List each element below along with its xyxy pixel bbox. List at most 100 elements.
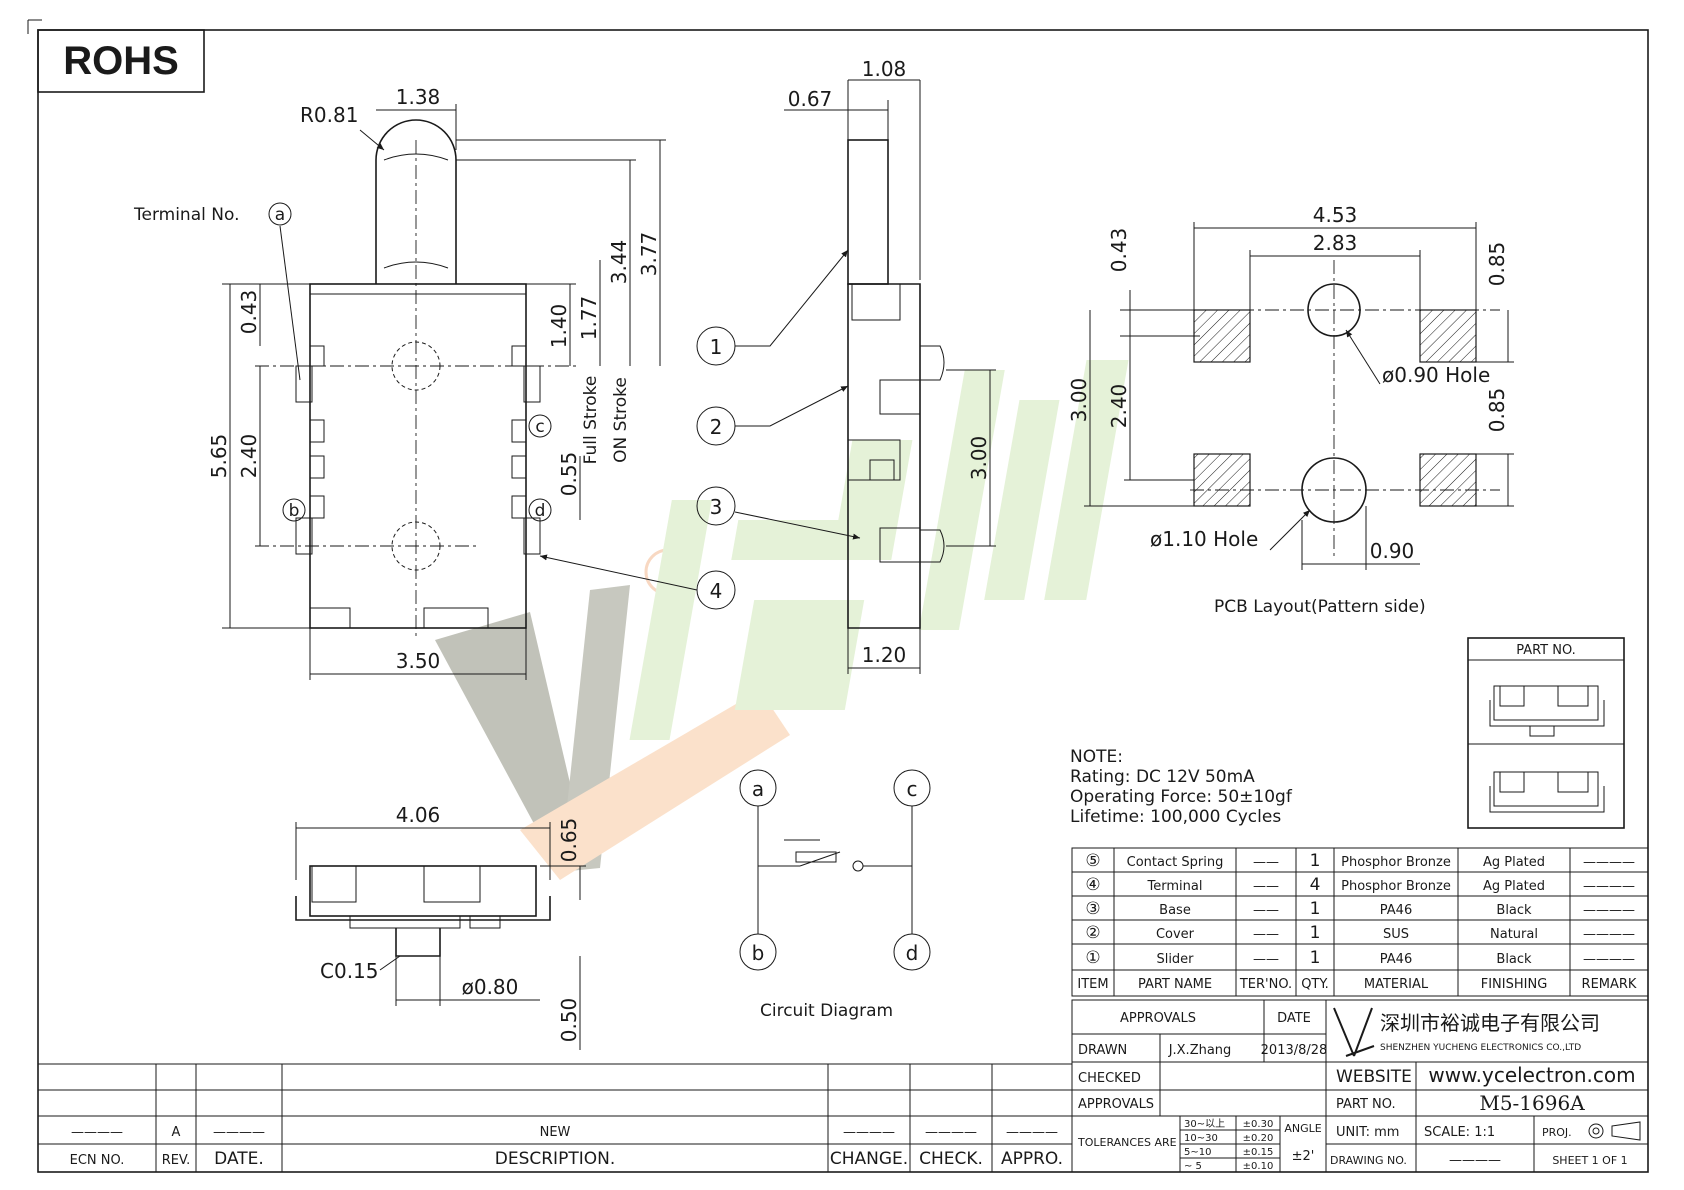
rev-label: REV. (162, 1153, 191, 1168)
title-block-text: APPROVALS DATE DRAWN J.X.Zhang 2013/8/28… (1077, 1007, 1641, 1172)
tol-val-2: ±0.20 (1243, 1133, 1274, 1144)
svg-text:③: ③ (1085, 899, 1100, 919)
svg-text:Phosphor Bronze: Phosphor Bronze (1341, 879, 1451, 894)
watermark-logo: R (435, 360, 1129, 880)
terminal-a-label: a (275, 205, 285, 225)
svg-text:Phosphor Bronze: Phosphor Bronze (1341, 855, 1451, 870)
bom-table (1071, 847, 1649, 997)
svg-text:——: —— (1253, 855, 1279, 870)
tolerances-label: TOLERANCES ARE (1077, 1136, 1177, 1149)
svg-text:————: ———— (843, 1125, 895, 1140)
svg-text:A: A (172, 1125, 181, 1140)
svg-text:PA46: PA46 (1380, 903, 1412, 918)
part-no-value: M5-1696A (1479, 1091, 1585, 1115)
pad-bottom-left (1193, 453, 1251, 507)
dim-0-43-front: 0.43 (237, 290, 261, 335)
dim-1-77: 1.77 (577, 296, 601, 341)
svg-text:①: ① (1085, 948, 1100, 968)
svg-text:————: ———— (1583, 855, 1635, 870)
callout-3 (696, 486, 736, 526)
date-header: DATE (1277, 1011, 1311, 1026)
tol-val-3: ±0.15 (1243, 1147, 1274, 1158)
note-title: NOTE: (1070, 747, 1123, 767)
drawing-frame (37, 29, 1649, 1173)
callout-3-label: 3 (710, 495, 723, 519)
dim-4-06: 4.06 (396, 803, 441, 827)
dim-d080: ø0.80 (462, 975, 519, 999)
svg-text:⑤: ⑤ (1085, 851, 1100, 871)
company-logo (1333, 1007, 1375, 1057)
svg-text:————: ———— (1583, 927, 1635, 942)
dim-r081: R0.81 (300, 103, 358, 127)
svg-text:②: ② (1085, 923, 1100, 943)
svg-text:Black: Black (1496, 903, 1532, 918)
revision-text: ———— A ———— NEW ———— ———— ———— ECN NO. R… (70, 1125, 1063, 1169)
dim-2-83: 2.83 (1313, 231, 1358, 255)
svg-text:——: —— (1253, 952, 1279, 967)
terminal-c-label: c (535, 417, 544, 437)
svg-text:————: ———— (1583, 952, 1635, 967)
bom-row-2: ② Cover —— 1 SUS Natural ———— (1085, 923, 1635, 943)
pad-top-left (1193, 309, 1251, 363)
svg-text:PART NAME: PART NAME (1138, 977, 1212, 992)
circuit-terminal-b: b (752, 941, 765, 965)
svg-text:————: ———— (1583, 879, 1635, 894)
part-no-label: PART NO. (1336, 1097, 1396, 1112)
change-label: CHANGE. (830, 1149, 908, 1169)
check-label: CHECK. (919, 1149, 983, 1169)
svg-text:1: 1 (1310, 851, 1321, 871)
angle-label: ANGLE (1284, 1122, 1321, 1135)
dim-2-40-pcb: 2.40 (1107, 384, 1131, 429)
dim-0-90-pcb: 0.90 (1370, 539, 1415, 563)
front-view: 1.38 R0.81 Terminal No. a b c d 5.65 2.4… (133, 85, 666, 680)
svg-text:Ag Plated: Ag Plated (1483, 855, 1545, 870)
svg-text:④: ④ (1085, 875, 1100, 895)
dim-2-40-front: 2.40 (237, 434, 261, 479)
company-name-cn: 深圳市裕诚电子有限公司 (1380, 1011, 1600, 1035)
svg-text:Natural: Natural (1490, 927, 1538, 942)
svg-text:Terminal: Terminal (1147, 879, 1203, 894)
scale-label: SCALE: 1:1 (1424, 1125, 1495, 1140)
dim-3-50: 3.50 (396, 649, 441, 673)
svg-text:REMARK: REMARK (1582, 977, 1637, 992)
description-label: DESCRIPTION. (495, 1149, 615, 1169)
svg-text:Base: Base (1159, 903, 1191, 918)
dim-5-65: 5.65 (207, 434, 231, 479)
tol-range-1: 30~以上 (1184, 1118, 1225, 1130)
note-force: Operating Force: 50±10gf (1070, 787, 1293, 807)
svg-text:————: ———— (925, 1125, 977, 1140)
pad-top-right (1419, 309, 1477, 363)
tol-range-3: 5~10 (1184, 1147, 1211, 1158)
bom-row-1: ① Slider —— 1 PA46 Black ———— (1085, 948, 1635, 968)
tol-val-4: ±0.10 (1243, 1161, 1274, 1172)
svg-text:——: —— (1253, 903, 1279, 918)
unit-label: UNIT: mm (1336, 1125, 1399, 1140)
dim-c015: C0.15 (320, 959, 379, 983)
note-block: NOTE: Rating: DC 12V 50mA Operating Forc… (1070, 747, 1293, 827)
dim-3-00-pcb: 3.00 (1067, 378, 1091, 423)
callout-4-label: 4 (710, 579, 723, 603)
svg-text:————: ———— (213, 1125, 265, 1140)
website-value: www.ycelectron.com (1428, 1063, 1635, 1087)
callout-2-label: 2 (710, 415, 723, 439)
dim-0-50: 0.50 (557, 998, 581, 1043)
title-block (1071, 999, 1649, 1173)
on-stroke-label: ON Stroke (611, 377, 631, 463)
company-name-en: SHENZHEN YUCHENG ELECTRONICS CO.,LTD (1380, 1043, 1581, 1053)
website-label: WEBSITE (1336, 1067, 1412, 1087)
svg-text:NEW: NEW (540, 1125, 571, 1140)
tol-val-1: ±0.30 (1243, 1119, 1274, 1130)
dim-0-43-pcb: 0.43 (1107, 228, 1131, 273)
note-lifetime: Lifetime: 100,000 Cycles (1070, 807, 1281, 827)
svg-text:Ag Plated: Ag Plated (1483, 879, 1545, 894)
svg-text:PA46: PA46 (1380, 952, 1412, 967)
callout-1-label: 1 (710, 335, 723, 359)
dim-0-85-top: 0.85 (1485, 242, 1509, 287)
pcb-caption: PCB Layout(Pattern side) (1214, 597, 1426, 617)
dim-1-08: 1.08 (862, 57, 907, 81)
dim-1-20: 1.20 (862, 643, 907, 667)
ecn-label: ECN NO. (70, 1153, 125, 1168)
dim-3-44: 3.44 (607, 240, 631, 285)
dim-3-00-side: 3.00 (967, 436, 991, 481)
